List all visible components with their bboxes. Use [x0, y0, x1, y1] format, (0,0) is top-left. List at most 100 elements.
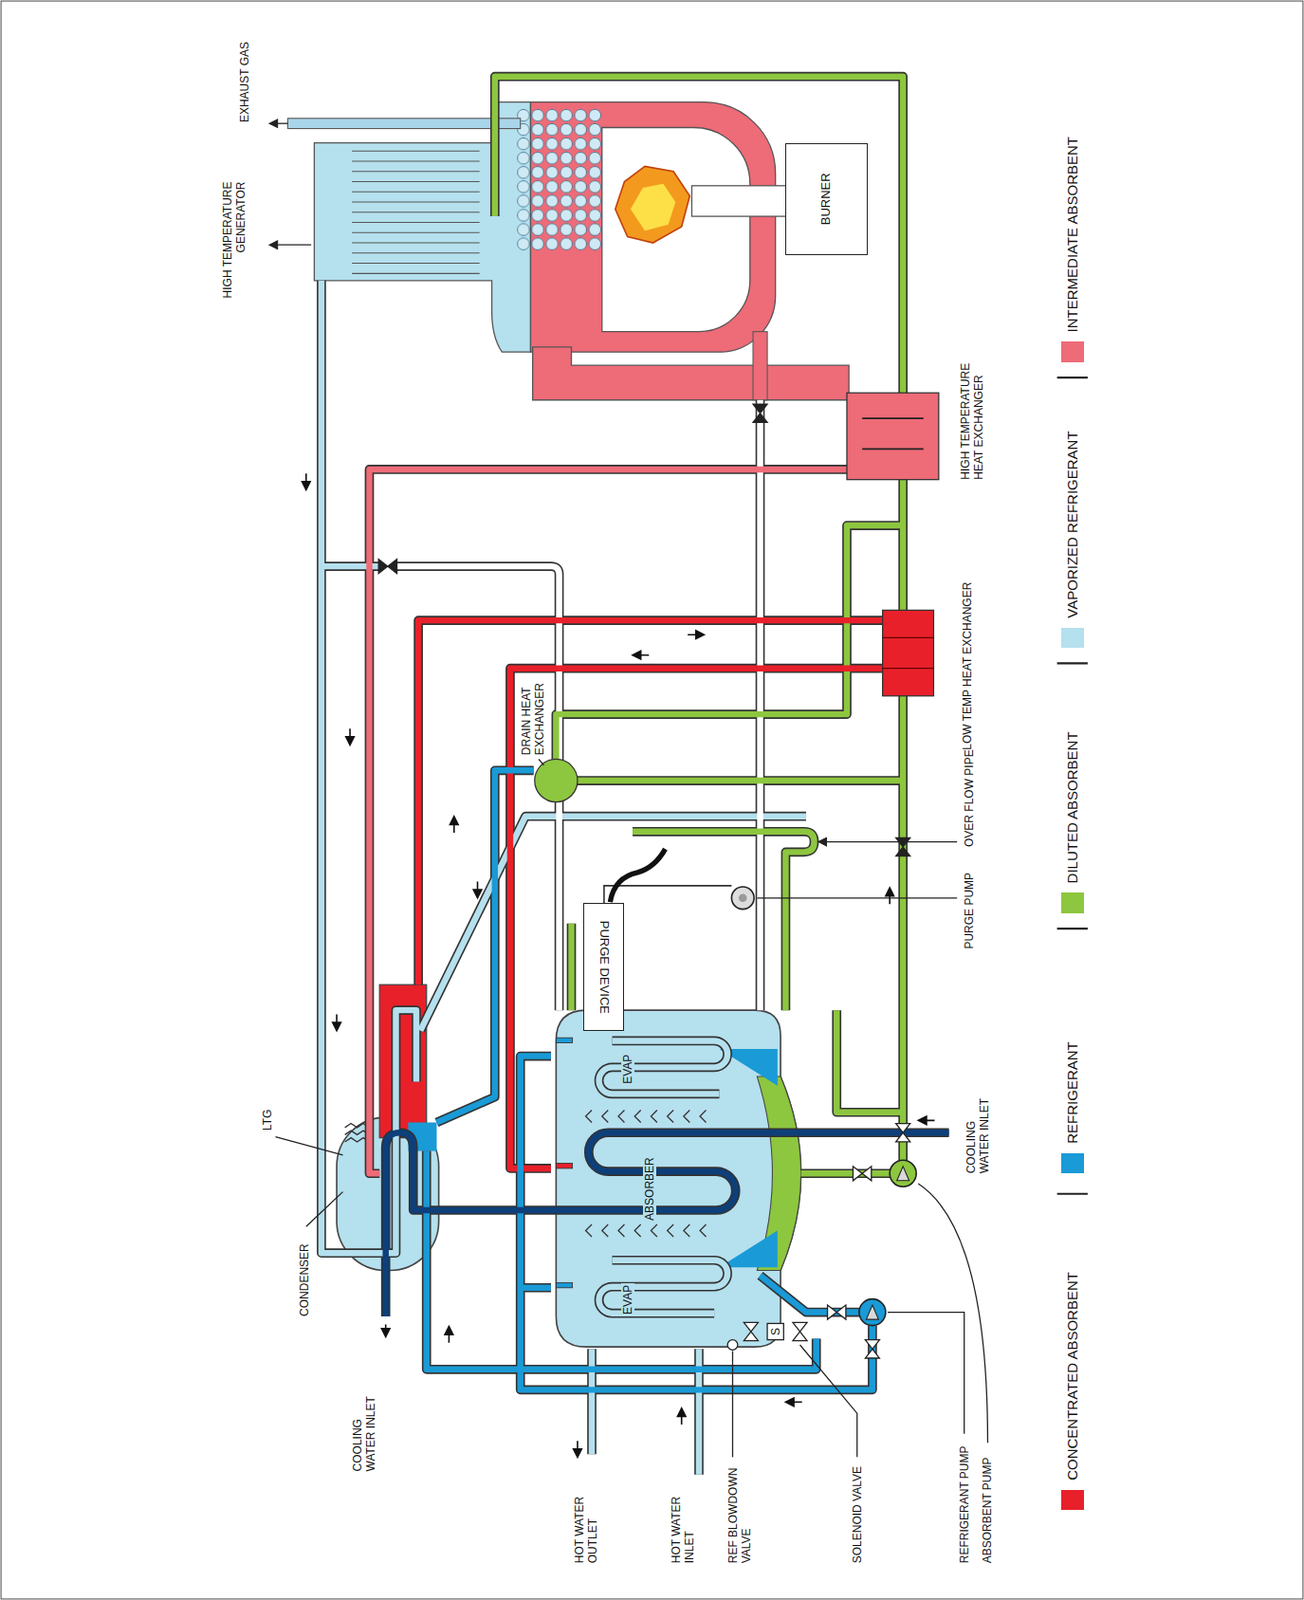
leader-line: [826, 841, 957, 843]
components: [555, 1282, 572, 1287]
cooling-water-pipe: [385, 1132, 950, 1317]
concentrated-pipe: [418, 620, 883, 1169]
components: [604, 885, 732, 903]
refrigerant-pipe: [426, 1151, 817, 1370]
valve-symbol: [753, 404, 768, 423]
leader-arrowhead: [818, 837, 827, 846]
high-temperature-generator: [532, 347, 850, 401]
legend-text: REFRIGERANT: [1064, 1041, 1082, 1144]
components: [846, 392, 939, 479]
components: [865, 1304, 879, 1320]
leader-arrowhead: [269, 240, 278, 250]
part-label: REF BLOWDOWN VALVE: [726, 1453, 754, 1563]
flow-arrow: [473, 881, 482, 899]
part-label: OVER FLOW PIPE: [962, 749, 976, 847]
leader-line: [732, 1350, 734, 1457]
leader-line: [918, 1183, 988, 1443]
valve-symbol: [792, 1322, 808, 1341]
pipe-outline: [755, 400, 766, 1011]
absorber-evaporator-shell: [555, 1010, 801, 1347]
section-label: EVAP: [621, 1052, 635, 1086]
pipe-outline: [599, 1260, 729, 1314]
component-name: PURGE DEVICE: [596, 919, 612, 1013]
components: [609, 848, 665, 902]
port-label: HOT WATER OUTLET: [572, 1482, 600, 1563]
pipe-outline: [599, 1040, 729, 1094]
intermediate-pipe: [368, 469, 847, 1174]
leader-arrowhead: [269, 119, 278, 129]
diluted-pipe: [568, 923, 574, 1011]
flow-arrow: [449, 816, 459, 833]
components: [862, 418, 924, 449]
part-label: LOW TEMP HEAT EXCHANGER: [960, 582, 974, 751]
absorber-evaporator-shell: [719, 1230, 778, 1268]
high-temperature-generator: [351, 150, 479, 274]
pipe-outline: [510, 668, 883, 1169]
concentrated-pipe: [510, 668, 883, 1169]
intermediate-pipe: [368, 469, 847, 1174]
flow-arrow: [885, 887, 895, 904]
diluted-pipe: [495, 76, 903, 1175]
burner-box: BURNER: [785, 143, 867, 256]
components: [859, 1299, 886, 1326]
components: [882, 609, 935, 696]
section-label: EVAP: [621, 1283, 635, 1317]
legend-text: DILUTED ABSORBENT: [1064, 731, 1082, 883]
high-temperature-generator: [515, 108, 602, 252]
port-label: COOLING WATER INLET: [350, 1380, 378, 1471]
component-name: BURNER: [818, 172, 834, 225]
part-label: HIGH TEMPERATURE GENERATOR: [220, 182, 248, 311]
part-label: SOLENOID VALVE: [850, 1466, 864, 1563]
diluted-pipe: [577, 777, 903, 784]
pipe-outline: [836, 1010, 903, 1113]
components: [889, 1159, 917, 1187]
high-temperature-generator: [287, 118, 520, 129]
leader-line: [277, 244, 313, 246]
flow-arrow: [632, 650, 649, 660]
components: [727, 1340, 738, 1351]
part-label: CONDENSER: [297, 1243, 312, 1317]
pipe-outline: [567, 923, 577, 1011]
part-label: LTG: [260, 1109, 275, 1131]
components: [555, 1163, 572, 1169]
legend-swatch: [1061, 627, 1084, 649]
components: [534, 758, 578, 802]
valve-symbol: [896, 1123, 911, 1142]
white-pipe: [756, 400, 763, 1011]
flow-arrow: [677, 1408, 686, 1425]
flow-arrow: [332, 1013, 342, 1030]
valve-symbol: [378, 559, 397, 574]
components: [731, 886, 754, 910]
part-label: DRAIN HEAT EXCHANGER: [519, 671, 547, 755]
components: [738, 893, 748, 902]
pipe-outline: [587, 1348, 597, 1454]
pipe-outline: [520, 1283, 551, 1293]
absorber-evaporator-shell: [555, 1010, 801, 1347]
legend-text: VAPORIZED REFRIGERANT: [1064, 430, 1082, 618]
leader-line: [800, 1344, 858, 1457]
pipe-outline: [420, 816, 807, 1031]
high-temperature-generator: [691, 185, 788, 217]
components: [555, 1037, 572, 1043]
valve-symbol: [896, 837, 911, 856]
legend-separator: [1057, 377, 1088, 1194]
legend-text: INTERMEDIATE ABSORBENT: [1064, 136, 1082, 332]
valve-symbol: [378, 404, 911, 1359]
components: [882, 637, 935, 668]
high-temperature-generator: [753, 331, 768, 401]
pipe-outline: [418, 620, 883, 985]
purge-device-box: PURGE DEVICE: [583, 902, 625, 1030]
legend-swatch: [1061, 1489, 1084, 1511]
part-label: REFRIGERANT PUMP: [957, 1445, 972, 1563]
high-temperature-generator: [630, 183, 676, 231]
legend-swatch: [1061, 1153, 1084, 1175]
part-label: EXHAUST GAS: [238, 41, 252, 123]
refrigerant-pipe: [436, 770, 533, 1122]
section-label: ABSORBER: [642, 1155, 657, 1223]
diluted-pipe: [836, 1010, 903, 1113]
leader-line: [887, 1312, 965, 1434]
leader-line: [275, 123, 988, 1457]
legend-swatch: [1061, 341, 1084, 363]
